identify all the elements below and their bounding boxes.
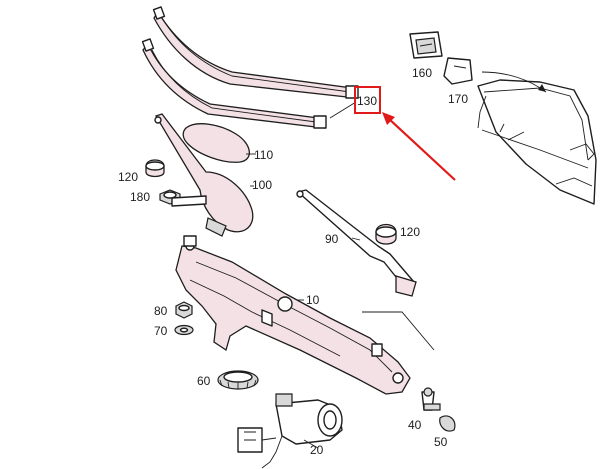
windshield-illustration — [477, 79, 597, 205]
part-160-sensor — [409, 31, 443, 59]
label-160: 160 — [412, 66, 432, 80]
label-90: 90 — [325, 232, 339, 246]
part-70-washer — [174, 324, 194, 336]
label-110: 110 — [254, 148, 273, 162]
highlight-box-130 — [354, 86, 381, 114]
label-120-right: 120 — [400, 225, 420, 239]
wiper-blade-lower — [141, 38, 357, 129]
label-70: 70 — [154, 324, 168, 338]
label-120-left: 120 — [118, 170, 138, 184]
part-80-nut — [175, 301, 193, 319]
highlight-arrow — [382, 112, 456, 181]
label-80: 80 — [154, 304, 168, 318]
label-20: 20 — [310, 443, 324, 457]
part-100-wiper-arm — [154, 113, 254, 237]
part-40-pin — [421, 387, 441, 411]
part-60-grommet — [217, 370, 259, 390]
part-120-cap-left — [145, 159, 165, 178]
label-40: 40 — [408, 418, 422, 432]
part-170-bracket — [443, 57, 473, 85]
label-60: 60 — [197, 374, 211, 388]
part-180-nut — [159, 189, 207, 207]
part-90-wiper-arm — [296, 189, 417, 297]
label-130: 130 — [357, 94, 377, 108]
install-direction-arrow — [481, 71, 547, 93]
part-20-wiper-motor — [237, 393, 343, 469]
label-50: 50 — [434, 435, 448, 449]
label-180: 180 — [130, 190, 150, 204]
part-10-wiper-linkage — [175, 235, 435, 395]
label-100: 100 — [252, 178, 272, 192]
label-10: 10 — [306, 293, 320, 307]
part-50-cap — [439, 415, 456, 432]
part-110-cover — [182, 123, 256, 163]
label-170: 170 — [448, 92, 468, 106]
part-120-cap-right — [375, 223, 397, 245]
wiper-blade-upper — [152, 6, 359, 99]
